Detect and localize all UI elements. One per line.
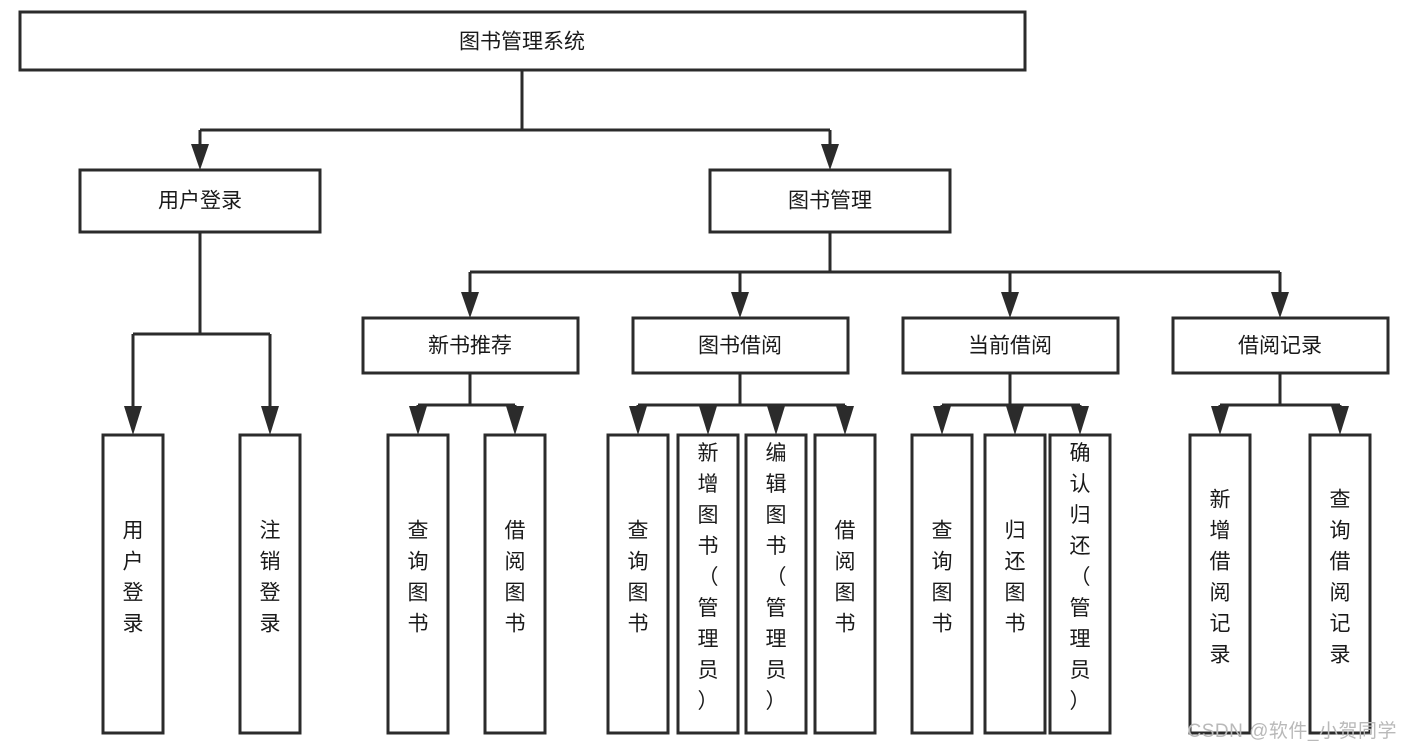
edge-book-manage-to-level3: [461, 232, 1289, 318]
edge-book-borrow-to-leaves: [629, 373, 854, 435]
node-user-login-box[interactable]: [78, 168, 322, 234]
node-leaf-query-record-label: 查询借阅记录: [1330, 489, 1351, 667]
arrow-book-manage: [821, 144, 839, 170]
node-borrow-record-box[interactable]: [1171, 316, 1390, 375]
arrow-leaf-add-book: [699, 406, 717, 435]
node-leaf-user-login[interactable]: 用户登录: [101, 433, 165, 735]
edges-layer: [124, 70, 1349, 435]
node-user-login-label: 用户登录: [158, 190, 242, 213]
arrow-new-book-recommend: [461, 292, 479, 318]
arrow-leaf-edit-book: [767, 406, 785, 435]
node-leaf-add-record-label: 新增借阅记录: [1210, 489, 1231, 667]
arrow-borrow-record: [1271, 292, 1289, 318]
node-book-manage[interactable]: 图书管理: [708, 168, 952, 234]
node-leaf-query-record[interactable]: 查询借阅记录: [1308, 433, 1372, 735]
arrow-user-login: [191, 144, 209, 170]
csdn-watermark: CSDN @软件_小贺同学: [1187, 721, 1397, 742]
node-leaf-return-book-box[interactable]: [983, 433, 1047, 735]
arrow-leaf-query-book-1: [409, 406, 427, 435]
node-leaf-add-book[interactable]: 新增图书（管理员）: [676, 433, 740, 735]
arrow-leaf-logout: [261, 406, 279, 435]
node-book-manage-label: 图书管理: [788, 190, 872, 213]
arrow-leaf-add-record: [1211, 406, 1229, 435]
node-leaf-query-book-3[interactable]: 查询图书: [910, 433, 974, 735]
node-book-manage-box[interactable]: [708, 168, 952, 234]
arrow-leaf-query-record: [1331, 406, 1349, 435]
arrow-leaf-borrow-book-2: [836, 406, 854, 435]
node-borrow-record[interactable]: 借阅记录: [1171, 316, 1390, 375]
node-leaf-query-book-1[interactable]: 查询图书: [386, 433, 450, 735]
node-leaf-logout-box[interactable]: [238, 433, 302, 735]
node-user-login[interactable]: 用户登录: [78, 168, 322, 234]
arrow-leaf-confirm-return: [1071, 406, 1089, 435]
node-book-borrow-box[interactable]: [631, 316, 850, 375]
node-leaf-borrow-book-2-box[interactable]: [813, 433, 877, 735]
node-leaf-edit-book[interactable]: 编辑图书（管理员）: [744, 433, 808, 735]
node-new-book-recommend[interactable]: 新书推荐: [361, 316, 580, 375]
node-leaf-borrow-book-1[interactable]: 借阅图书: [483, 433, 547, 735]
node-borrow-record-label: 借阅记录: [1238, 335, 1322, 358]
node-leaf-confirm-return[interactable]: 确认归还（管理员）: [1048, 433, 1112, 735]
node-leaf-confirm-return-box[interactable]: [1048, 433, 1112, 735]
node-root-box[interactable]: [18, 10, 1027, 72]
node-book-borrow-label: 图书借阅: [698, 335, 782, 358]
node-leaf-query-book-1-box[interactable]: [386, 433, 450, 735]
arrow-leaf-return-book: [1006, 406, 1024, 435]
node-leaf-borrow-book-1-box[interactable]: [483, 433, 547, 735]
node-current-borrow[interactable]: 当前借阅: [901, 316, 1120, 375]
node-leaf-query-book-3-label: 查询图书: [932, 520, 953, 636]
arrow-leaf-borrow-book-1: [506, 406, 524, 435]
node-leaf-borrow-book-2-label: 借阅图书: [835, 520, 856, 636]
node-leaf-borrow-book-1-label: 借阅图书: [505, 520, 526, 636]
node-leaf-borrow-book-2[interactable]: 借阅图书: [813, 433, 877, 735]
node-leaf-user-login-box[interactable]: [101, 433, 165, 735]
arrow-leaf-query-book-3: [933, 406, 951, 435]
node-new-book-recommend-box[interactable]: [361, 316, 580, 375]
node-leaf-confirm-return-label: 确认归还（管理员）: [1070, 442, 1091, 713]
arrow-leaf-user-login: [124, 406, 142, 435]
node-leaf-add-record-box[interactable]: [1188, 433, 1252, 735]
edge-user-login-to-leaves: [124, 232, 279, 435]
node-leaf-query-book-1-label: 查询图书: [408, 520, 429, 636]
arrow-leaf-query-book-2: [629, 406, 647, 435]
leaf-nodes-layer: 用户登录 注销登录 查询图书 借阅图书 查询图书 新增图书（管理员）: [101, 433, 1372, 735]
edge-borrow-record-to-leaves: [1211, 373, 1349, 435]
node-leaf-return-book-label: 归还图书: [1005, 520, 1026, 636]
node-leaf-query-record-box[interactable]: [1308, 433, 1372, 735]
node-leaf-query-book-2-label: 查询图书: [628, 520, 649, 636]
node-leaf-edit-book-label: 编辑图书（管理员）: [766, 442, 787, 713]
node-root[interactable]: 图书管理系统: [18, 10, 1027, 72]
arrow-current-borrow: [1001, 292, 1019, 318]
node-root-label: 图书管理系统: [459, 31, 585, 54]
node-leaf-logout[interactable]: 注销登录: [238, 433, 302, 735]
node-current-borrow-box[interactable]: [901, 316, 1120, 375]
node-leaf-logout-label: 注销登录: [260, 520, 281, 636]
edge-current-borrow-to-leaves: [933, 373, 1089, 435]
node-book-borrow[interactable]: 图书借阅: [631, 316, 850, 375]
node-leaf-add-record[interactable]: 新增借阅记录: [1188, 433, 1252, 735]
node-leaf-edit-book-box[interactable]: [744, 433, 808, 735]
node-leaf-add-book-box[interactable]: [676, 433, 740, 735]
node-leaf-return-book[interactable]: 归还图书: [983, 433, 1047, 735]
edge-new-book-to-leaves: [409, 373, 524, 435]
arrow-book-borrow: [731, 292, 749, 318]
node-leaf-add-book-label: 新增图书（管理员）: [698, 442, 719, 713]
node-leaf-query-book-2-box[interactable]: [606, 433, 670, 735]
node-new-book-recommend-label: 新书推荐: [428, 335, 512, 358]
node-leaf-query-book-3-box[interactable]: [910, 433, 974, 735]
node-current-borrow-label: 当前借阅: [968, 335, 1052, 358]
node-leaf-query-book-2[interactable]: 查询图书: [606, 433, 670, 735]
edge-root-to-level2: [191, 70, 839, 170]
node-leaf-user-login-label: 用户登录: [123, 520, 144, 636]
